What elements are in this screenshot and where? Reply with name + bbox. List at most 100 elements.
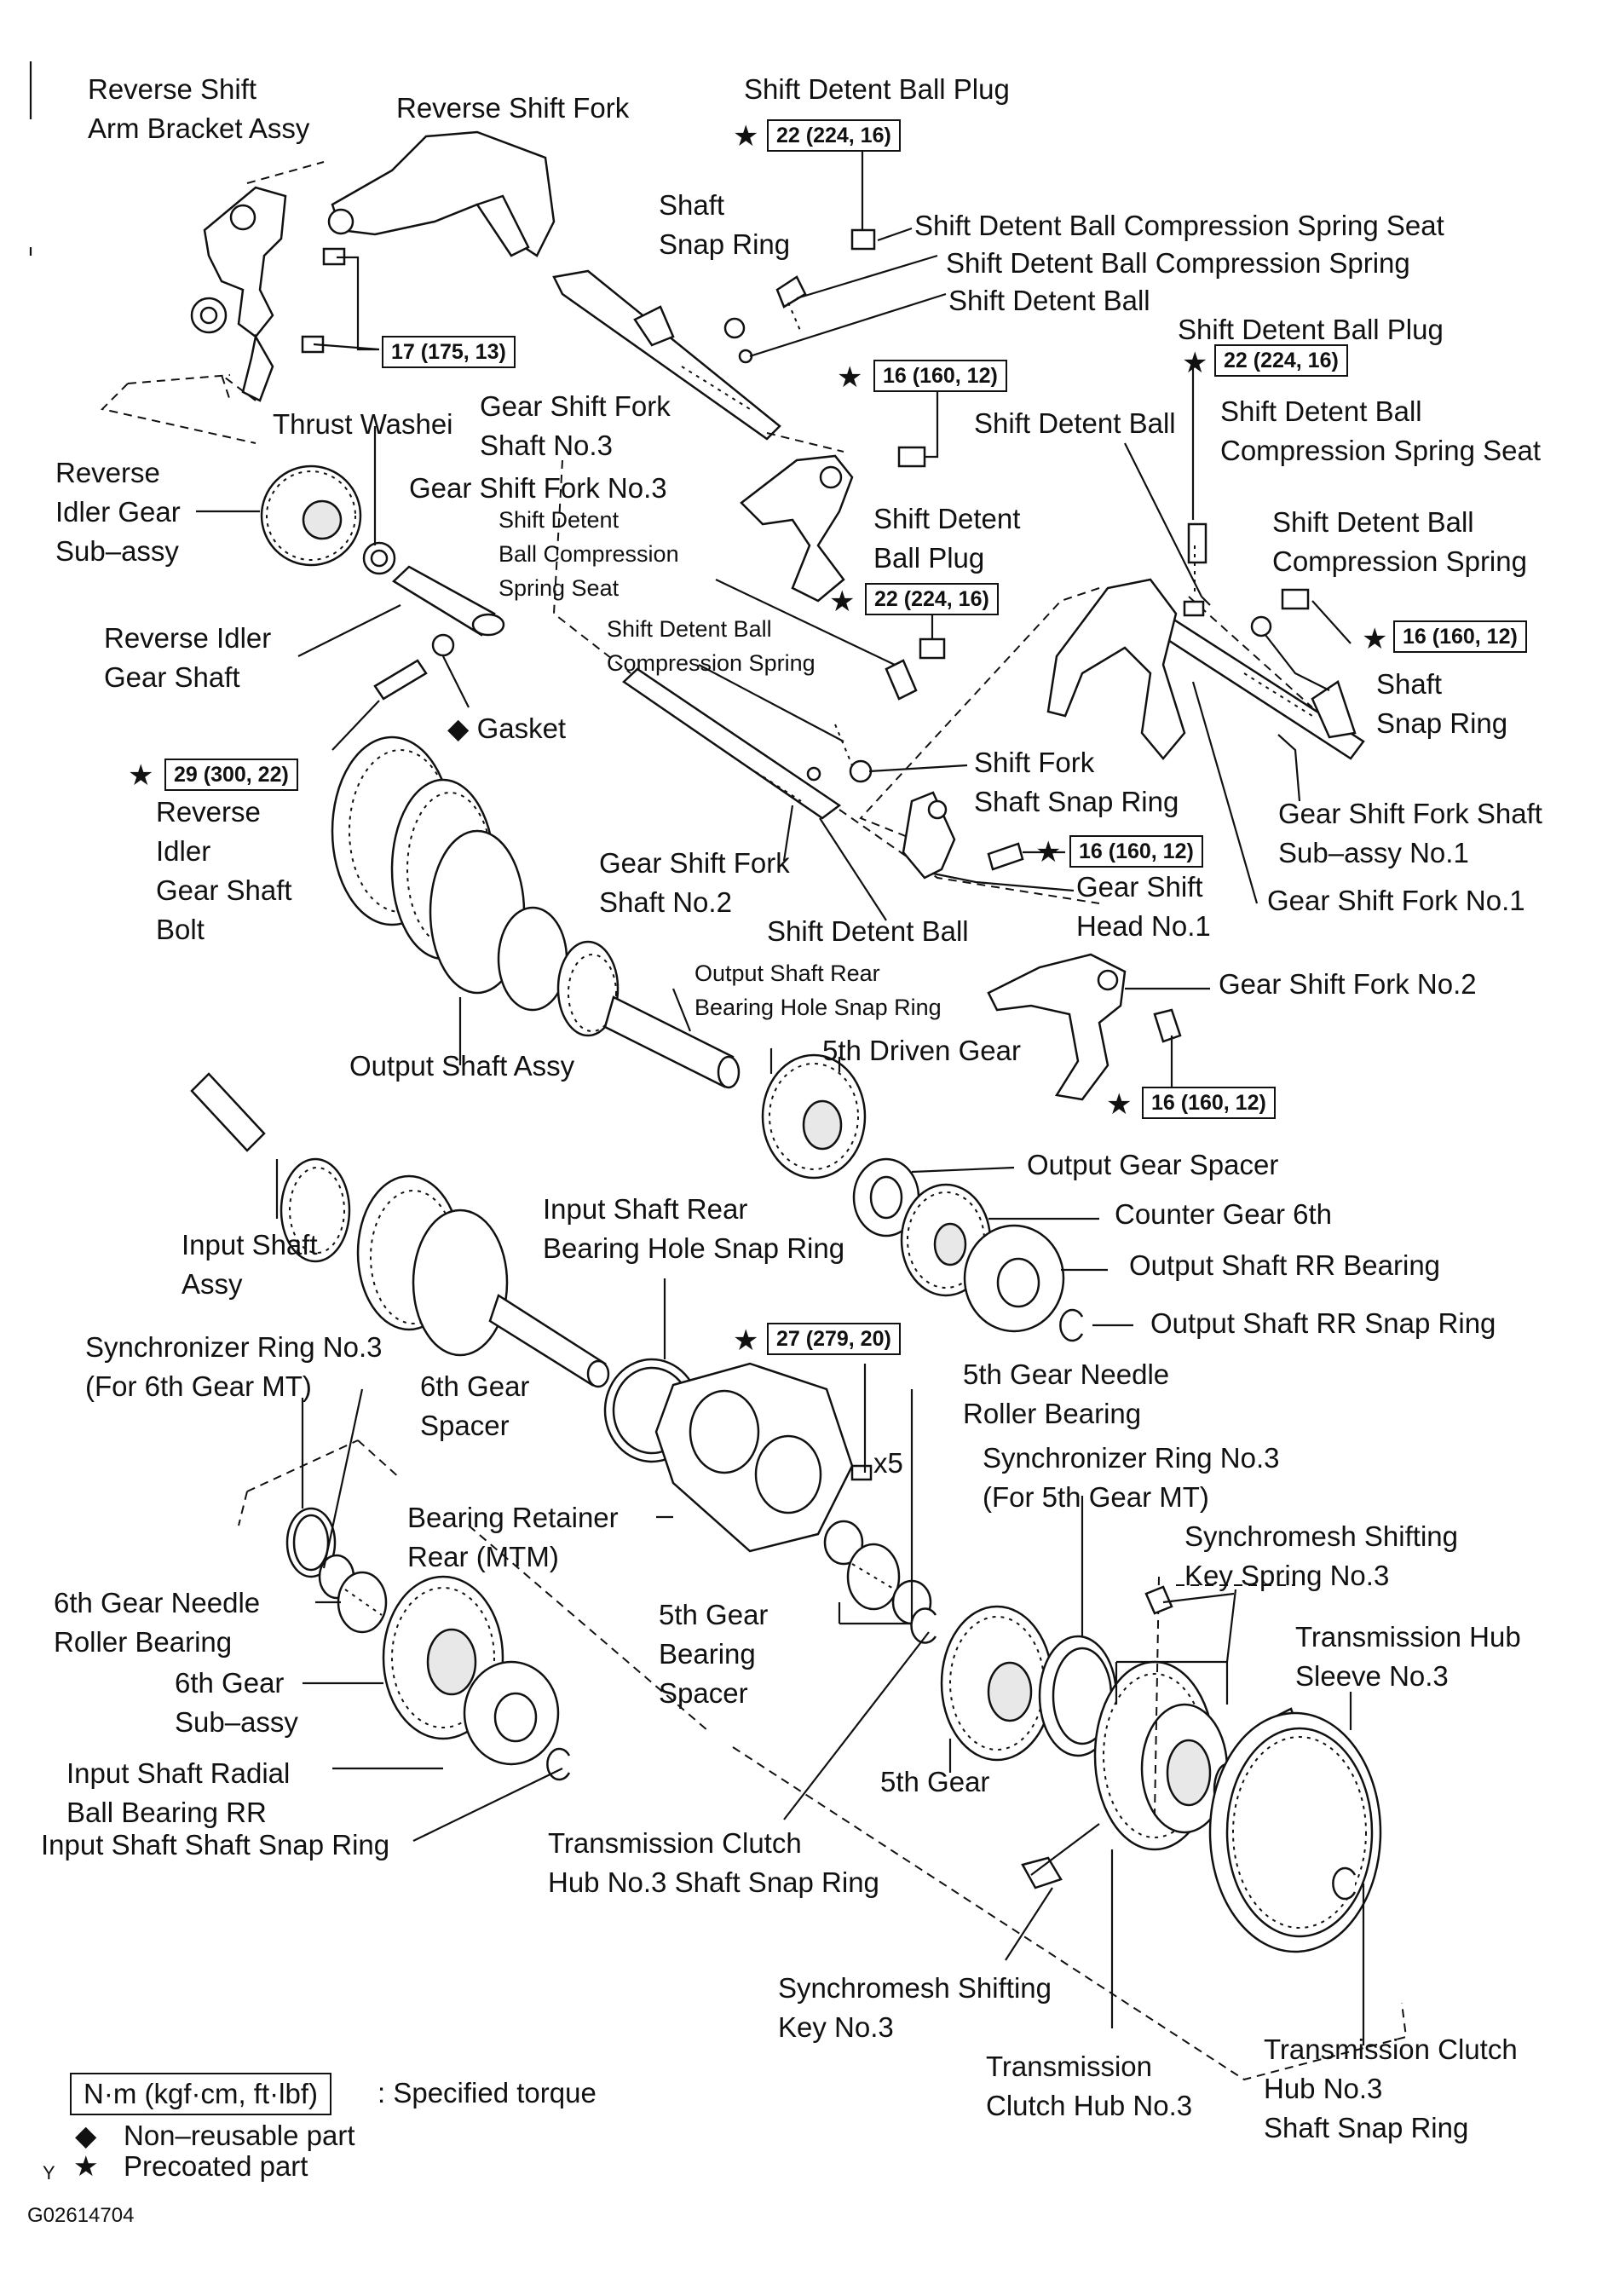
legend-precoated: Precoated part [124, 2150, 308, 2182]
label-shift-fork-shaft-snap-ring: Shift Fork Shaft Snap Ring [974, 747, 1179, 817]
label-gear-shift-head-no1: Gear Shift Head No.1 [1076, 871, 1211, 942]
torque-22-top: 22 (224, 16) [767, 119, 901, 152]
label-sdb-comp-spring-small: Shift Detent Ball Compression Spring [607, 616, 816, 676]
label-x5: x5 [873, 1447, 903, 1479]
label-transmission-hub-sleeve-no3: Transmission Hub Sleeve No.3 [1295, 1621, 1521, 1692]
label-shift-detent-ball-top: Shift Detent Ball [948, 285, 1150, 316]
label-input-shaft-shaft-snap-ring: Input Shaft Shaft Snap Ring [41, 1829, 390, 1860]
label-thrust-washer: Thrust Washei [273, 408, 453, 440]
torque-16-right: 16 (160, 12) [1393, 620, 1527, 653]
input-shaft-radial-ball-bearing-drawing [463, 1660, 560, 1766]
transmission-clutch-hub-no3-drawing [1093, 1660, 1229, 1851]
label-reverse-idler-gear-shaft: Reverse Idler Gear Shaft [104, 622, 272, 693]
label-input-shaft-rear-bearing-hole-snap-ring: Input Shaft Rear Bearing Hole Snap Ring [543, 1193, 845, 1264]
input-shaft-assy-drawing [190, 1072, 610, 1388]
torque-29: 29 (300, 22) [164, 759, 298, 791]
label-gear-shift-fork-no1: Gear Shift Fork No.1 [1267, 885, 1525, 916]
label-output-shaft-rr-snap-ring: Output Shaft RR Snap Ring [1150, 1307, 1496, 1339]
label-output-shaft-rr-bearing: Output Shaft RR Bearing [1129, 1249, 1441, 1281]
label-sync-ring-no3-6th: Synchronizer Ring No.3 (For 6th Gear MT) [85, 1331, 383, 1402]
label-gasket: ◆ Gasket [447, 712, 567, 744]
legend-non-reusable: Non–reusable part [124, 2120, 355, 2151]
legend-y-mark: Y [43, 2162, 55, 2184]
label-sync-ring-no3-5th: Synchronizer Ring No.3 (For 5th Gear MT) [983, 1442, 1280, 1513]
label-transmission-clutch-hub-no3-snap-ring: Transmission Clutch Hub No.3 Shaft Snap … [548, 1827, 879, 1898]
gear-shift-fork-no1-drawing [1046, 578, 1186, 760]
label-reverse-idler-gear: Reverse Idler Gear Sub–assy [55, 457, 181, 567]
bearing-retainer-rear-drawing [654, 1362, 854, 1553]
gear-shift-fork-no2-drawing [987, 953, 1127, 1101]
precoat-star-icon: ★ [733, 1324, 759, 1357]
precoat-star-icon: ★ [733, 120, 759, 153]
label-fifth-gear-bearing-spacer: 5th Gear Bearing Spacer [659, 1599, 769, 1709]
label-bearing-retainer-rear: Bearing Retainer Rear (MTM) [407, 1502, 619, 1572]
precoat-star-icon: ★ [1106, 1088, 1133, 1121]
label-gear-shift-fork-no2: Gear Shift Fork No.2 [1219, 968, 1477, 1000]
fifth-gear-needle-roller-bearing-drawing [846, 1543, 901, 1611]
torque-27: 27 (279, 20) [767, 1323, 901, 1355]
legend-precoat-star-icon: ★ [73, 2150, 99, 2182]
label-fifth-gear: 5th Gear [880, 1766, 990, 1797]
label-shaft-snap-ring-right: Shaft Snap Ring [1376, 668, 1508, 739]
label-input-shaft-radial-ball-bearing-rr: Input Shaft Radial Ball Bearing RR [66, 1757, 291, 1828]
gear-shift-fork-shaft-no3-drawing [552, 269, 781, 441]
label-sdb-compression-spring-seat-top: Shift Detent Ball Compression Spring Sea… [914, 210, 1444, 241]
output-shaft-rr-bearing-drawing [963, 1224, 1065, 1333]
label-gear-shift-fork-shaft-no3: Gear Shift Fork Shaft No.3 [480, 390, 671, 461]
legend-non-reusable-icon: ◆ [75, 2120, 97, 2151]
non-reusable-diamond-icon: ◆ [447, 712, 470, 744]
label-output-shaft-rear-bearing-hole-snap-ring: Output Shaft Rear Bearing Hole Snap Ring [694, 961, 942, 1020]
label-reverse-shift-arm-bracket: Reverse Shift Arm Bracket Assy [88, 73, 310, 144]
bracket-bolt-drawing [301, 247, 346, 354]
label-sdb-compression-spring-top: Shift Detent Ball Compression Spring [946, 247, 1410, 279]
reverse-shift-fork-drawing [327, 130, 556, 257]
precoat-star-icon: ★ [1035, 836, 1062, 868]
label-counter-gear-6th: Counter Gear 6th [1115, 1198, 1332, 1230]
torque-22-right: 22 (224, 16) [1214, 344, 1348, 377]
fifth-driven-gear-drawing [761, 1053, 867, 1180]
label-sixth-gear-spacer: 6th Gear Spacer [420, 1370, 530, 1441]
label-reverse-idler-gear-shaft-bolt: Reverse Idler Gear Shaft Bolt [156, 796, 292, 945]
fifth-gear-drawing [940, 1605, 1054, 1762]
gear-shift-fork-no3-drawing [740, 454, 854, 603]
torque-22-mid: 22 (224, 16) [865, 583, 999, 615]
reverse-idler-gear-drawing [260, 464, 362, 567]
label-shift-detent-ball-mid: Shift Detent Ball [767, 915, 969, 947]
reverse-shift-arm-bracket-drawing [190, 186, 287, 402]
output-gear-spacer-drawing [852, 1157, 920, 1237]
label-sixth-gear-sub-assy: 6th Gear Sub–assy [175, 1667, 298, 1738]
label-sdb-comp-spring-seat-right: Shift Detent Ball Compression Spring Sea… [1220, 395, 1542, 466]
transmission-hub-sleeve-no3-drawing [1208, 1711, 1382, 1953]
precoat-star-icon: ★ [1182, 347, 1208, 379]
precoat-star-icon: ★ [128, 759, 154, 792]
label-synchromesh-key-spring-no3: Synchromesh Shifting Key Spring No.3 [1184, 1520, 1458, 1591]
output-shaft-assy-drawing [331, 736, 741, 1089]
label-transmission-clutch-hub-no3: Transmission Clutch Hub No.3 [986, 2051, 1193, 2121]
label-shift-detent-ball-right: Shift Detent Ball [974, 407, 1176, 439]
label-shift-detent-ball-plug-right: Shift Detent Ball Plug [1178, 314, 1444, 345]
gear-shift-fork-shaft-no2-drawing [622, 667, 842, 820]
figure-code: G02614704 [27, 2204, 135, 2227]
reverse-idler-gear-shaft-drawing [391, 565, 505, 637]
precoat-star-icon: ★ [837, 361, 863, 394]
label-transmission-clutch-hub-no3-shaft-snap-ring: Transmission Clutch Hub No.3 Shaft Snap … [1264, 2034, 1518, 2143]
label-reverse-shift-fork: Reverse Shift Fork [396, 92, 630, 124]
precoat-star-icon: ★ [1362, 623, 1388, 655]
label-fifth-driven-gear: 5th Driven Gear [822, 1035, 1021, 1066]
legend-specified-torque: : Specified torque [378, 2077, 597, 2109]
torque-17: 17 (175, 13) [382, 336, 516, 368]
label-shift-detent-ball-plug-top: Shift Detent Ball Plug [744, 73, 1010, 105]
torque-16-top: 16 (160, 12) [873, 360, 1007, 392]
sixth-gear-needle-roller-bearing-drawing [337, 1571, 388, 1634]
label-gear-shift-fork-shaft-no2: Gear Shift Fork Shaft No.2 [599, 847, 790, 918]
precoat-star-icon: ★ [829, 586, 856, 618]
label-gear-shift-fork-shaft-sub-no1: Gear Shift Fork Shaft Sub–assy No.1 [1278, 798, 1542, 868]
label-sdb-comp-spring-right: Shift Detent Ball Compression Spring [1272, 506, 1527, 577]
label-input-shaft-assy: Input Shaft Assy [182, 1229, 318, 1300]
label-output-gear-spacer: Output Gear Spacer [1027, 1149, 1279, 1180]
label-sixth-gear-needle-roller-bearing: 6th Gear Needle Roller Bearing [54, 1587, 261, 1658]
torque-16-head: 16 (160, 12) [1069, 835, 1203, 868]
label-shaft-snap-ring-top: Shaft Snap Ring [659, 189, 791, 260]
